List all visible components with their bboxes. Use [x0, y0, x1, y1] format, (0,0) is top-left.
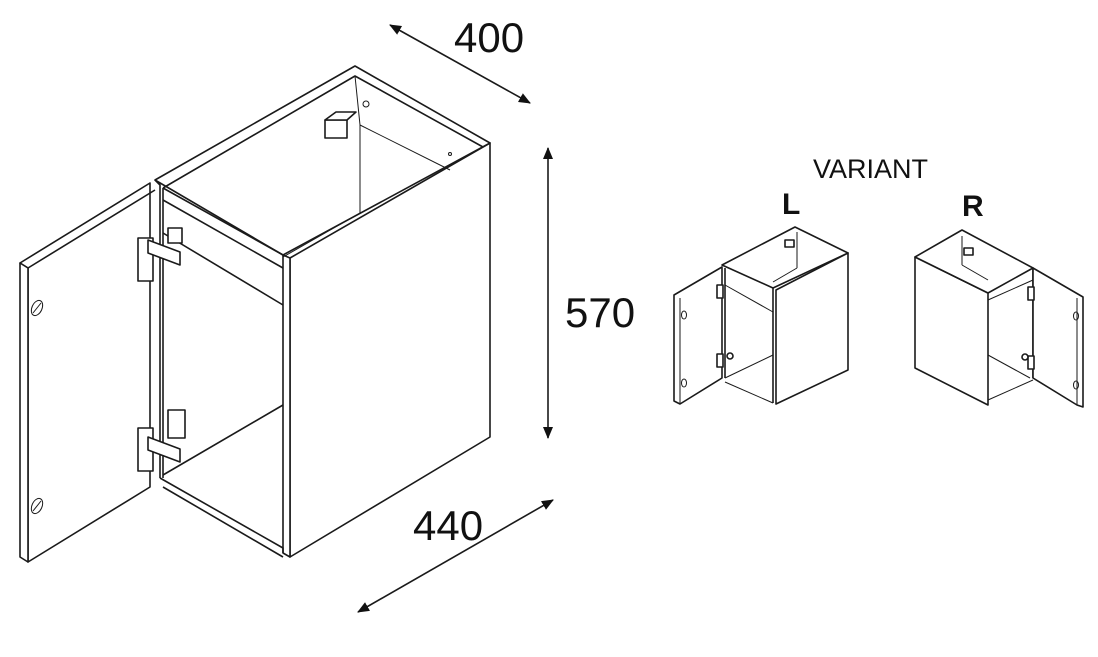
connector-block: [324, 119, 348, 139]
depth-arrow: [389, 24, 531, 104]
variant-left-cabinet: [673, 226, 849, 405]
cabinet-door: [19, 182, 151, 563]
hinge-top: [137, 227, 183, 282]
depth-label: 400: [454, 14, 524, 61]
door-handle-hole-bottom: [30, 497, 44, 515]
main-cabinet: [19, 65, 491, 563]
dimension-depth: 400: [389, 14, 531, 104]
cabinet-top-panel: [154, 65, 491, 256]
dimension-height: 570: [543, 147, 635, 439]
cabinet-side-front-edge: [282, 254, 291, 558]
variant-left-label: L: [782, 188, 800, 221]
variant-right-cabinet: [914, 229, 1084, 408]
width-arrow: [357, 499, 554, 613]
door-handle-hole-top: [30, 299, 44, 317]
variant-title: VARIANT: [813, 154, 928, 184]
height-label: 570: [565, 289, 635, 336]
width-label: 440: [413, 502, 483, 549]
dimension-width: 440: [357, 499, 554, 613]
variant-right-label: R: [962, 190, 984, 223]
hinge-bottom: [137, 409, 186, 472]
